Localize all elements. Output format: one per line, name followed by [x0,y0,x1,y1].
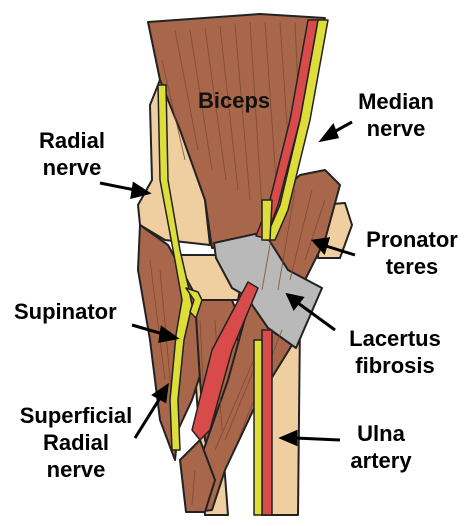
radial-nerve-label-line2: nerve [42,155,102,180]
arrow-lacertus-fibrosis [297,301,336,332]
lacertus-fibrosis-label-line1: Lacertus [349,326,441,351]
superficial-radial-nerve-label-line1: Superficial [19,403,133,428]
ulna-artery-label-line2: artery [350,448,412,473]
ulna-nerve-shape [253,339,263,516]
ulna-artery-label-line1: Ulna [357,421,405,446]
ulna-artery-shape [261,329,273,516]
superficial-radial-nerve-label-line3: nerve [46,457,106,482]
pronator-teres-label-line1: Pronator [366,227,458,252]
radial-nerve-label: Radial nerve [30,127,114,181]
pronator-teres-label: Pronator teres [356,226,468,280]
lacertus-fibrosis-label-line2: fibrosis [355,353,435,378]
artery-forearm-shape [191,281,259,441]
lacertus-fibrosis-label: Lacertus fibrosis [336,325,454,379]
superficial-radial-nerve-label-line2: Radial [42,430,110,455]
median-nerve-label-line2: nerve [366,116,426,141]
ulna-artery-label: Ulna artery [338,420,424,474]
arrow-radial-nerve [99,181,136,192]
supinator-label: Supinator [14,299,117,324]
brachioradialis-muscle [179,439,216,513]
median-nerve-label-line1: Median [358,89,434,114]
arrow-pronator-teres [325,244,356,257]
arrow-supinator [131,323,164,336]
pronator-teres-label-line2: teres [385,254,439,279]
biceps-label: Biceps [198,88,271,113]
arrow-superficial-radial-nerve [133,397,162,439]
radial-nerve-shape [157,84,193,451]
lacertus-fibrosis-shape [213,231,323,349]
superficial-radial-nerve-label: Superficial Radial nerve [6,402,146,483]
arrow-ulna-artery [294,436,341,442]
nerve-branch-shape [185,287,203,319]
median-nerve-label: Median nerve [350,88,442,142]
nerve-branch-upper [261,199,273,241]
radial-nerve-label-line1: Radial [38,128,106,153]
